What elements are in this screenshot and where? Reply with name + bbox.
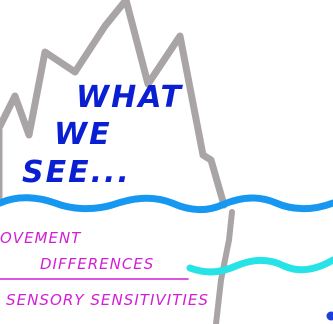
hidden-item-sensory-sensitivities: SENSORY SENSITIVITIES xyxy=(6,291,209,309)
heading-line-see: SEE... xyxy=(22,155,131,190)
iceberg-underwater-outline xyxy=(213,209,235,324)
heading-line-we: WE xyxy=(54,117,112,152)
water-surface-line xyxy=(0,194,333,214)
hidden-item-movement: OVEMENT xyxy=(0,229,82,247)
blue-dot xyxy=(326,311,333,321)
underwater-current-line xyxy=(186,256,333,276)
iceberg-peak-outline xyxy=(0,0,228,209)
hidden-item-differences: DIFFERENCES xyxy=(40,255,154,273)
heading-line-what: WHAT xyxy=(76,80,184,115)
